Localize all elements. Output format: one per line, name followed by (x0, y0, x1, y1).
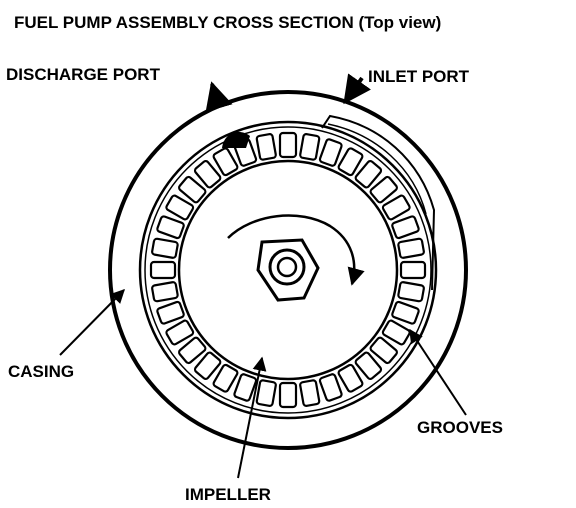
groove-vane (397, 237, 425, 259)
groove-vane (354, 351, 383, 380)
leader-casing (59, 289, 125, 356)
groove-vane (151, 237, 179, 259)
groove-vane (193, 160, 222, 189)
casing-inner-ring-2 (144, 126, 432, 414)
groove-vane (151, 281, 179, 303)
groove-vane (233, 373, 258, 402)
impeller-hub (256, 238, 320, 302)
groove-vane (149, 260, 177, 280)
diagram-title: FUEL PUMP ASSEMBLY CROSS SECTION (Top vi… (14, 13, 441, 32)
groove-vane (255, 133, 277, 161)
groove-vane (212, 363, 239, 393)
groove-vane (165, 319, 195, 346)
inlet-channel (321, 114, 436, 291)
inlet-arrow-icon (343, 73, 371, 105)
groove-vane (156, 300, 185, 325)
groove-vane (318, 138, 343, 167)
discharge-port-opening (222, 132, 250, 148)
groove-vane (178, 336, 207, 365)
casing-inner-ring (138, 120, 438, 420)
leader-impeller (237, 356, 267, 479)
groove-vane (193, 351, 222, 380)
rotation-arrow-icon (227, 214, 365, 286)
groove-vane (354, 160, 383, 189)
impeller-inner-edge (177, 159, 399, 381)
groove-vane (391, 300, 420, 325)
groove-vane (255, 379, 277, 407)
leader-grooves (409, 328, 467, 416)
groove-vane (381, 194, 411, 221)
groove-vane (369, 175, 398, 204)
groove-vane (156, 215, 185, 240)
label-inlet-port: INLET PORT (368, 67, 470, 86)
groove-vane (369, 336, 398, 365)
groove-vane (178, 175, 207, 204)
casing-outline (108, 90, 468, 450)
groove-vane (299, 379, 321, 407)
groove-vane (212, 147, 239, 177)
groove-vane (299, 133, 321, 161)
label-casing: CASING (8, 362, 74, 381)
groove-vane (381, 319, 411, 346)
groove-vane (278, 131, 298, 159)
label-impeller: IMPELLER (185, 485, 271, 504)
groove-vane (337, 363, 364, 393)
impeller-grooves (149, 131, 427, 409)
groove-vane (391, 215, 420, 240)
inlet-channel-inner (327, 123, 427, 215)
label-discharge-port: DISCHARGE PORT (6, 65, 161, 84)
groove-vane (337, 147, 364, 177)
groove-vane (399, 260, 427, 280)
groove-vane (278, 381, 298, 409)
groove-vane (165, 194, 195, 221)
groove-vane (397, 281, 425, 303)
label-grooves: GROOVES (417, 418, 503, 437)
discharge-arrow-icon (205, 81, 233, 113)
groove-vane (318, 373, 343, 402)
